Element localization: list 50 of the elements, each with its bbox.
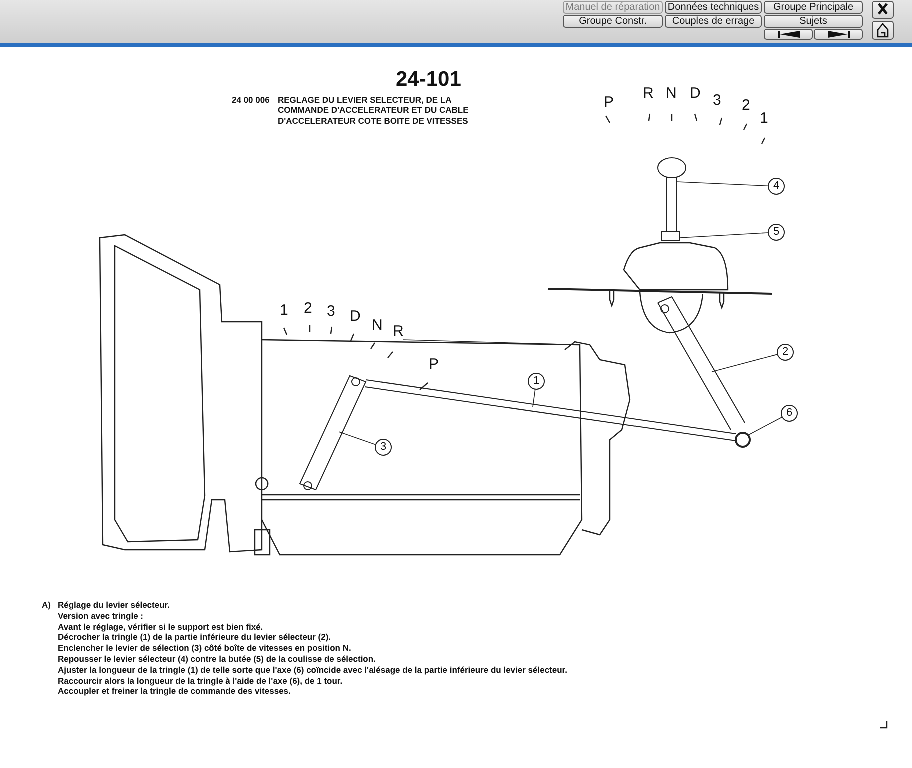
instruction-text: Accoupler et freiner la tringle de commande des vitesses. (58, 686, 291, 696)
gear-position-label: N (372, 318, 383, 333)
instruction-text: Enclencher le levier de sélection (3) côté boîte de vitesses en position N. (58, 643, 352, 654)
gear-position-label: 1 (760, 111, 768, 126)
instruction-text: Réglage du levier sélecteur. (58, 600, 170, 610)
instruction-text: Avant le réglage, vérifier si le support est bien fixé. (58, 622, 264, 632)
pin (735, 432, 751, 448)
callout-number: 3 (375, 439, 392, 456)
gear-position-label: R (643, 86, 654, 101)
gear-position-label: D (350, 309, 361, 324)
gear-position-label: D (690, 86, 701, 101)
menu-button: Données techniques (665, 1, 762, 14)
list-marker: A) (42, 600, 51, 610)
leader-line (532, 390, 536, 408)
callout-number: 1 (528, 373, 545, 390)
callout-number: 6 (781, 405, 798, 422)
stop (662, 232, 680, 242)
menu-button: Groupe Principale (764, 1, 863, 14)
selector-lever (658, 158, 686, 232)
gear-position-label: 2 (742, 98, 750, 113)
gear-position-label: N (666, 86, 677, 101)
leader-line (676, 182, 768, 187)
gear-position-label: 3 (713, 93, 722, 108)
lever-arm (299, 375, 367, 491)
callout-number: 2 (777, 344, 794, 361)
leader-line (680, 232, 768, 238)
menu-button: Groupe Constr. (563, 15, 663, 28)
callout-number: 5 (768, 224, 785, 241)
gear-position-label: 3 (327, 304, 336, 319)
instruction-text: Décrocher la tringle (1) de la partie inférieure du levier sélecteur (2). (58, 632, 332, 642)
menu-button: Manuel de réparation (563, 1, 663, 14)
page-number: 24-101 (396, 68, 462, 92)
heading: REGLAGE DU LEVIER SELECTEUR, DE LA COMMANDE D'ACCELERATEUR ET DU CABLE D'ACCELERATEUR COTE BOITE DE VITESSES (278, 95, 470, 126)
gear-position-label: 1 (280, 303, 288, 318)
reference-number: 24 00 006 (232, 95, 270, 105)
gear-position-label: P (429, 357, 440, 372)
callout-number: 4 (768, 178, 785, 195)
gear-position-label: P (604, 95, 614, 110)
gear-position-label: R (393, 324, 404, 339)
lever-arm (658, 296, 746, 430)
gear-position-label: 2 (304, 301, 312, 316)
menu-button: Couples de errage (665, 15, 762, 28)
instruction-text: Raccourcir alors la longueur de la tringle à l'aide de l'axe (6), de 1 tour. (58, 676, 343, 686)
instruction-text: Version avec tringle : (58, 610, 144, 621)
instruction-text: Ajuster la longueur de la tringle (1) de telle sorte que l'axe (6) coïncide avec l'alésage de la partie inférieure du levier sélecteur. (58, 664, 568, 675)
leader-line (748, 417, 782, 436)
leader-line (712, 354, 778, 372)
menu-button: Sujets (764, 15, 863, 28)
leader-line (338, 432, 376, 446)
instruction-text: Repousser le levier sélecteur (4) contre la butée (5) de la coulisse de sélection. (58, 654, 376, 664)
